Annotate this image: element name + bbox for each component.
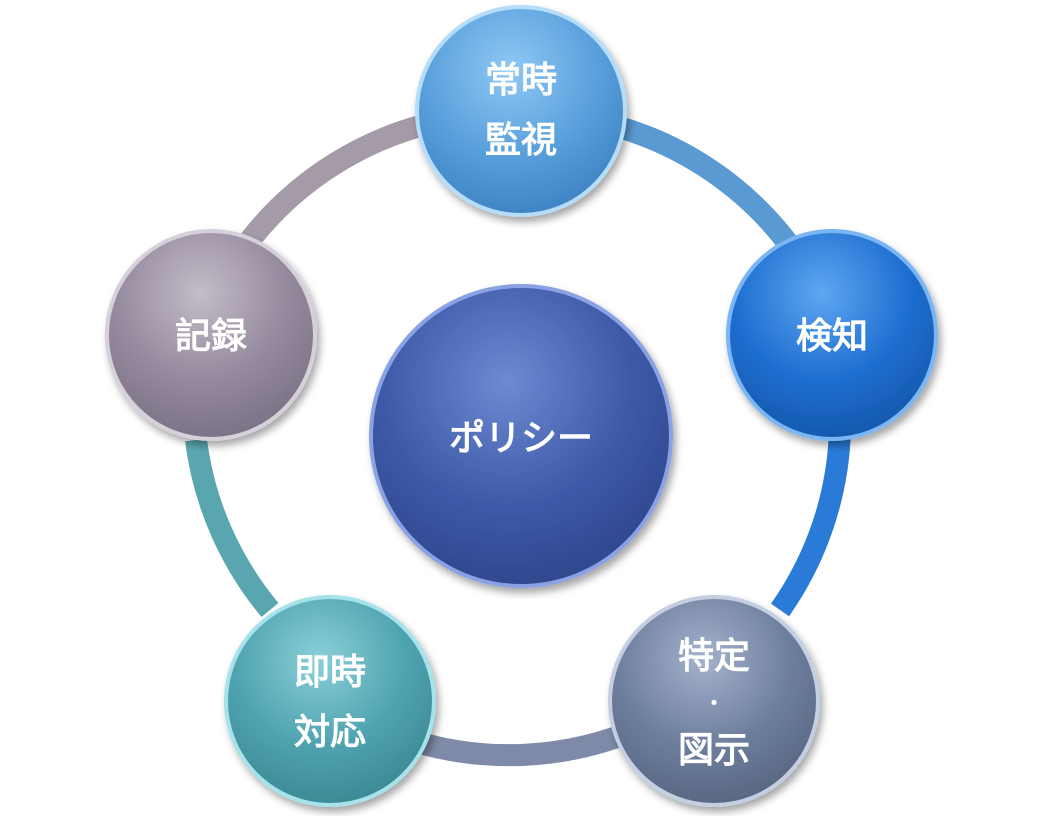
center-node: ポリシー (369, 284, 673, 588)
node-bottom-right-label-2: ・ (704, 691, 724, 715)
node-bottom-right: 特定 ・ 図示 (608, 595, 820, 807)
node-left-label: 記録 (175, 316, 248, 357)
node-right: 検知 (726, 229, 938, 441)
center-circle (369, 284, 673, 588)
ring-arc-bottom (406, 717, 645, 767)
ring-arc-right-bottom-right (770, 429, 851, 617)
node-bottom-left-label-2: 対応 (294, 712, 366, 753)
center-label: ポリシー (449, 417, 593, 459)
ring-arc-top-right (592, 110, 810, 267)
ring-arc-bottom-left-left (185, 438, 279, 618)
node-bottom-left-circle (224, 595, 436, 807)
node-bottom-left-label-1: 即時 (294, 652, 366, 693)
node-top: 常時 監視 (415, 5, 627, 217)
node-bottom-right-circle (608, 595, 820, 807)
node-bottom-left: 即時 対応 (224, 595, 436, 807)
node-bottom-right-label-1: 特定 (678, 636, 750, 677)
node-bottom-right-label-3: 図示 (678, 730, 750, 771)
node-top-circle (415, 5, 627, 217)
node-right-label: 検知 (796, 316, 868, 357)
ring (185, 110, 851, 767)
node-left: 記録 (105, 229, 317, 441)
node-top-label-2: 監視 (485, 120, 557, 161)
node-right-circle (726, 229, 938, 441)
node-left-circle (105, 229, 317, 441)
ring-arc-left-top (241, 110, 443, 247)
node-top-label-1: 常時 (485, 60, 557, 101)
